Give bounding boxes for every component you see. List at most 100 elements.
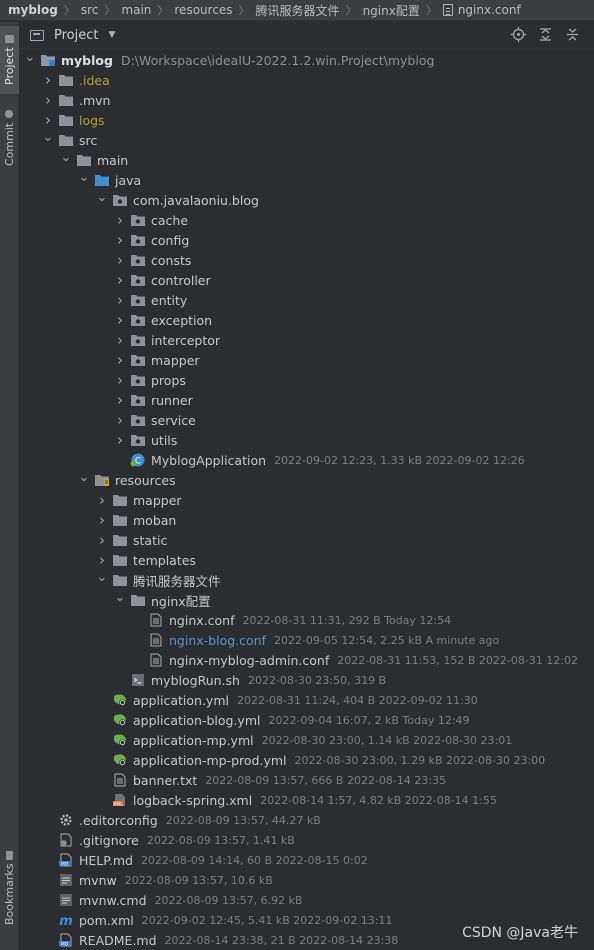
xml-file-icon: XML [112, 793, 128, 807]
tree-row[interactable]: › entity [20, 290, 594, 310]
folder-icon [112, 493, 128, 507]
tree-item-label: pom.xml [79, 912, 134, 928]
breadcrumb-item[interactable]: src [80, 3, 99, 17]
collapse-arrow-icon[interactable]: ⌄ [78, 470, 90, 485]
tree-row[interactable]: ›mapper [20, 490, 594, 510]
tree-row[interactable]: ⌄main [20, 150, 594, 170]
tree-row[interactable]: ›service [20, 410, 594, 430]
tree-item-label: entity [151, 292, 188, 308]
breadcrumb-item[interactable]: myblog [8, 3, 58, 17]
tree-row[interactable]: ›controller [20, 270, 594, 290]
expand-arrow-icon[interactable]: › [99, 491, 105, 509]
commit-tool-tab[interactable]: Commit [0, 102, 19, 174]
file-icon [442, 4, 453, 16]
breadcrumb-item[interactable]: resources [174, 3, 233, 17]
expand-arrow-icon[interactable]: › [117, 211, 123, 229]
expand-arrow-icon[interactable]: › [117, 231, 123, 249]
expand-arrow-icon[interactable]: › [45, 71, 51, 89]
collapse-arrow-icon[interactable]: ⌄ [42, 130, 54, 145]
expand-arrow-icon[interactable]: › [117, 391, 123, 409]
expand-arrow-icon[interactable]: › [99, 531, 105, 549]
tree-row[interactable]: ›mapper [20, 350, 594, 370]
tree-row[interactable]: ⌄ java [20, 170, 594, 190]
tree-row[interactable]: ›static [20, 530, 594, 550]
tree-row[interactable]: › .idea [20, 70, 594, 90]
tree-row[interactable]: ⌄腾讯服务器文件 [20, 570, 594, 590]
expand-arrow-icon[interactable]: › [99, 511, 105, 529]
expand-arrow-icon[interactable]: › [45, 91, 51, 109]
tree-row[interactable]: ⌄com.javalaoniu.blog [20, 190, 594, 210]
view-dropdown-icon[interactable]: ▼ [108, 30, 116, 40]
tree-row[interactable]: ›logs [20, 110, 594, 130]
tree-item-label: java [115, 172, 142, 188]
expand-arrow-icon[interactable]: › [117, 411, 123, 429]
expand-arrow-icon[interactable]: › [99, 551, 105, 569]
expand-arrow-icon[interactable]: › [117, 251, 123, 269]
breadcrumb-item[interactable]: 腾讯服务器文件 [255, 3, 340, 18]
tree-row[interactable]: ›runner [20, 390, 594, 410]
project-tool-tab[interactable]: Project [0, 26, 19, 94]
collapse-arrow-icon[interactable]: ⌄ [78, 170, 90, 185]
expand-arrow-icon[interactable]: › [117, 371, 123, 389]
tree-row[interactable]: ›config [20, 230, 594, 250]
collapse-arrow-icon[interactable]: ⌄ [96, 190, 108, 205]
expand-arrow-icon[interactable]: › [45, 111, 51, 129]
tree-row[interactable]: ⌄src [20, 130, 594, 150]
collapse-arrow-icon[interactable]: ⌄ [60, 150, 72, 165]
tree-row[interactable]: ›interceptor [20, 330, 594, 350]
arrow-spacer [132, 650, 144, 670]
bookmarks-tool-tab[interactable]: Bookmarks [0, 842, 19, 934]
expand-arrow-icon[interactable]: › [117, 271, 123, 289]
locate-file-icon[interactable] [511, 27, 526, 42]
expand-arrow-icon[interactable]: › [117, 431, 123, 449]
tree-row[interactable]: ›moban [20, 510, 594, 530]
collapse-arrow-icon[interactable]: ⌄ [24, 50, 36, 65]
breadcrumb-item[interactable]: nginx配置 [362, 3, 420, 18]
tree-row[interactable]: ›exception [20, 310, 594, 330]
tree-row[interactable]: ⌄nginx配置 [20, 590, 594, 610]
expand-arrow-icon[interactable]: › [117, 291, 123, 309]
collapse-arrow-icon[interactable]: ⌄ [96, 570, 108, 585]
tree-item-label: mvnw.cmd [79, 892, 147, 908]
arrow-spacer [96, 770, 108, 790]
tree-item-label: application.yml [133, 692, 229, 708]
tree-row[interactable]: ›templates [20, 550, 594, 570]
tree-row[interactable]: ⌄resources [20, 470, 594, 490]
breadcrumb-item[interactable]: main [121, 3, 152, 17]
tree-row[interactable]: ›consts [20, 250, 594, 270]
tree-item-label: .idea [79, 72, 110, 88]
expand-arrow-icon[interactable]: › [117, 311, 123, 329]
tree-row[interactable]: ›cache [20, 210, 594, 230]
ignore-file-icon [58, 833, 74, 847]
collapse-arrow-icon[interactable]: ⌄ [114, 590, 126, 605]
tool-window-strip: Project Commit Bookmarks [0, 22, 19, 950]
expand-arrow-icon[interactable]: › [117, 331, 123, 349]
expand-all-icon[interactable] [538, 27, 553, 42]
tree-row[interactable]: ›utils [20, 430, 594, 450]
collapse-all-icon[interactable] [565, 27, 580, 42]
breadcrumb-item[interactable]: nginx.conf [457, 3, 521, 17]
tree-row[interactable]: ›props [20, 370, 594, 390]
package-icon [130, 253, 146, 267]
tree-row[interactable]: ›.mvn [20, 90, 594, 110]
expand-arrow-icon[interactable]: › [117, 351, 123, 369]
